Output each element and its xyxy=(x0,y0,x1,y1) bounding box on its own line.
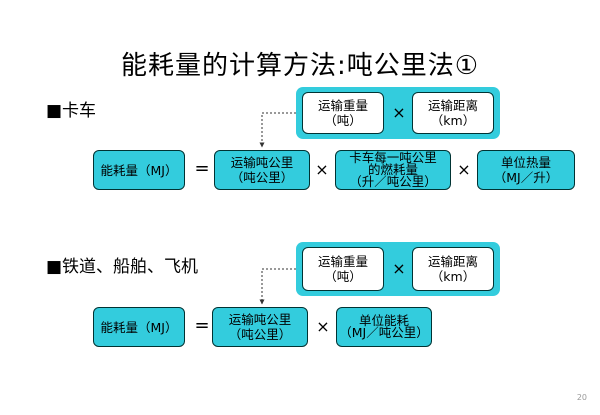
energy-consumption-label: 能耗量（MJ） xyxy=(100,162,178,178)
fuel-consumption-label: 卡车每一吨公里 xyxy=(349,150,437,165)
fuel-consumption-box: 卡车每一吨公里 的燃耗量 （升／吨公里） xyxy=(335,150,451,190)
fuel-consumption-label-2: 的燃耗量 xyxy=(367,162,418,177)
multiply-operator: × xyxy=(315,160,329,179)
equals-operator: = xyxy=(194,315,210,336)
transport-distance-unit: （km） xyxy=(430,269,476,284)
connector-arrow xyxy=(259,268,296,305)
transport-distance-label: 运输距离 xyxy=(427,254,478,269)
transport-distance-label: 运输距离 xyxy=(427,98,478,113)
multiply-operator: × xyxy=(457,160,471,179)
multiply-operator: × xyxy=(392,259,406,278)
transport-distance-box: 运输距离 （km） xyxy=(412,92,494,134)
ton-km-box: 运输吨公里 （吨公里） xyxy=(212,307,308,347)
fuel-consumption-unit: （升／吨公里） xyxy=(349,174,437,189)
multiply-operator: × xyxy=(392,103,406,122)
transport-weight-unit: （吨） xyxy=(324,113,362,128)
transport-weight-unit: （吨） xyxy=(324,269,362,284)
equals-operator: = xyxy=(194,158,210,179)
energy-consumption-label: 能耗量（MJ） xyxy=(100,319,178,335)
ton-km-unit: （吨公里） xyxy=(230,170,294,185)
unit-energy-label: 单位能耗 xyxy=(358,313,409,328)
transport-weight-label: 运输重量 xyxy=(317,254,368,269)
connector-arrow xyxy=(259,112,296,148)
ton-km-unit: （吨公里） xyxy=(228,327,292,342)
page-number: 20 xyxy=(576,393,587,402)
section-heading-rail-ship-air: ■铁道、船舶、飞机 xyxy=(46,257,199,277)
unit-energy-box: 单位能耗 （MJ／吨公里） xyxy=(336,307,432,347)
transport-weight-box: 运输重量 （吨） xyxy=(302,92,384,134)
transport-weight-label: 运输重量 xyxy=(317,98,368,113)
unit-heat-box: 单位热量 （MJ／升） xyxy=(477,150,575,190)
ton-km-box: 运输吨公里 （吨公里） xyxy=(214,150,310,190)
section-heading-truck: ■卡车 xyxy=(46,101,97,121)
unit-energy-unit: （MJ／吨公里） xyxy=(339,325,429,340)
transport-distance-unit: （km） xyxy=(430,113,476,128)
multiply-operator: × xyxy=(316,317,330,336)
transport-weight-box: 运输重量 （吨） xyxy=(302,247,384,291)
energy-consumption-box: 能耗量（MJ） xyxy=(93,307,185,347)
unit-heat-unit: （MJ／升） xyxy=(493,170,559,185)
transport-distance-box: 运输距离 （km） xyxy=(412,247,494,291)
ton-km-label: 运输吨公里 xyxy=(230,155,294,170)
energy-consumption-box: 能耗量（MJ） xyxy=(93,150,185,190)
unit-heat-label: 单位热量 xyxy=(500,155,551,170)
ton-km-label: 运输吨公里 xyxy=(228,312,292,327)
page-title: 能耗量的计算方法:吨公里法① xyxy=(120,51,480,81)
